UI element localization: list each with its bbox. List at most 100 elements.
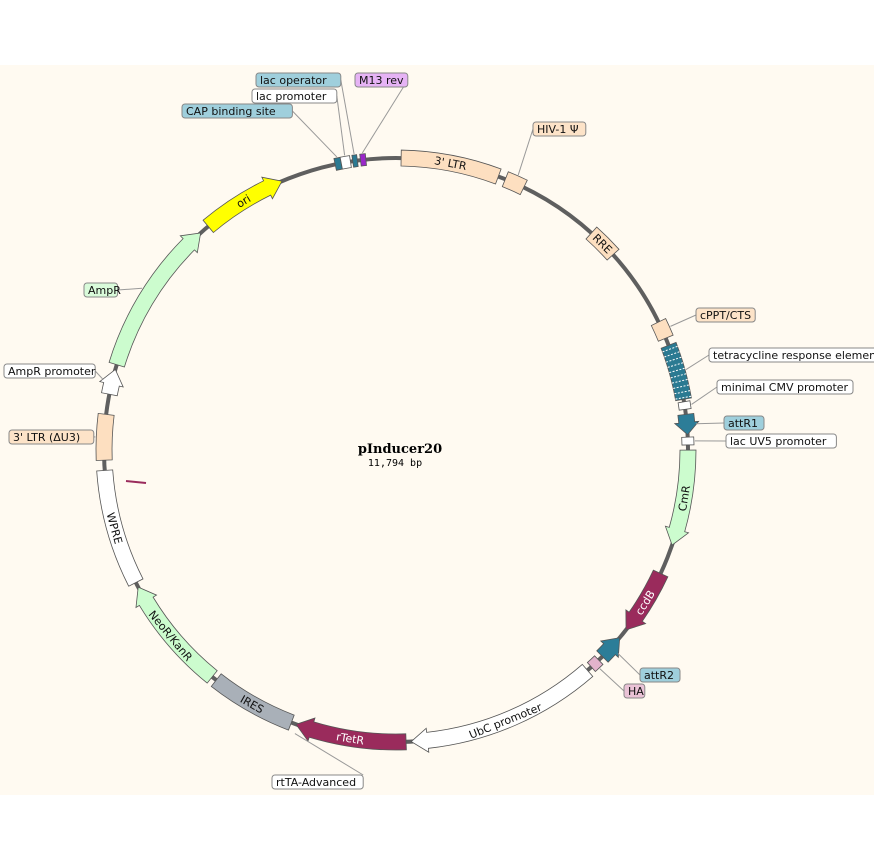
mcmv-shape[interactable] bbox=[677, 400, 692, 411]
lacuv5-shape[interactable] bbox=[681, 436, 695, 446]
laco-callout-label: lac operator bbox=[260, 74, 327, 87]
ires-shape[interactable] bbox=[210, 673, 295, 731]
psi-callout-box[interactable] bbox=[532, 121, 587, 137]
feature-ubc[interactable]: UbC promoter bbox=[410, 663, 594, 753]
ubc-label: UbC promoter bbox=[467, 701, 544, 742]
mcmv-callout-box[interactable] bbox=[716, 379, 854, 395]
rre-shape[interactable] bbox=[585, 226, 620, 261]
hatch-line bbox=[669, 367, 685, 374]
amppro-shape[interactable] bbox=[98, 368, 124, 397]
feature-amppro[interactable]: AmpR promoter bbox=[3, 363, 124, 397]
feature-cmr[interactable]: CmR bbox=[664, 449, 697, 546]
feature-rtta[interactable]: rtTA-Advanced bbox=[271, 733, 364, 790]
hatch-line bbox=[662, 345, 678, 353]
lacp-shape[interactable] bbox=[339, 155, 352, 170]
rtta-callout-line bbox=[294, 733, 364, 776]
feature-ampr[interactable]: AmpR bbox=[83, 232, 202, 368]
feature-ires[interactable]: IRES bbox=[210, 673, 295, 731]
feature-lacp[interactable]: lac promoter bbox=[251, 88, 352, 170]
feature-ori[interactable]: ori bbox=[202, 176, 283, 234]
amppro-callout-box[interactable] bbox=[3, 363, 96, 379]
feature-ltr3[interactable]: 3' LTR bbox=[400, 149, 502, 185]
feature-laco[interactable]: lac operator bbox=[255, 72, 359, 168]
mcmv-callout-line bbox=[691, 386, 718, 405]
tre-shape[interactable] bbox=[660, 341, 692, 402]
hatch-line bbox=[673, 384, 689, 389]
neor-label: NeoR/KanR bbox=[146, 608, 195, 664]
cppt-callout-label: cPPT/CTS bbox=[700, 309, 751, 322]
m13-callout-label: M13 rev bbox=[359, 74, 404, 87]
ampr-callout-line bbox=[117, 287, 143, 291]
tre-callout-label: tetracycline response element bbox=[713, 349, 874, 362]
ha-shape[interactable] bbox=[586, 655, 604, 673]
lacp-callout-label: lac promoter bbox=[256, 90, 327, 103]
feature-psi[interactable]: HIV-1 Ψ bbox=[501, 121, 587, 196]
attr1-callout-box[interactable] bbox=[723, 415, 765, 431]
lacuv5-callout-box[interactable] bbox=[725, 433, 837, 449]
feature-tre[interactable]: tetracycline response element bbox=[660, 341, 874, 402]
ha-callout-box[interactable] bbox=[623, 683, 646, 699]
ubc-shape[interactable] bbox=[410, 663, 594, 753]
cppt-callout-box[interactable] bbox=[695, 307, 756, 323]
feature-m13[interactable]: M13 rev bbox=[354, 72, 409, 167]
attr2-callout-box[interactable] bbox=[639, 667, 681, 683]
psi-callout-line bbox=[517, 128, 534, 176]
feature-wpre[interactable]: WPRE bbox=[96, 469, 144, 587]
cmr-shape[interactable] bbox=[664, 449, 697, 546]
cap-callout-line bbox=[292, 110, 338, 158]
neor-shape[interactable] bbox=[135, 586, 218, 684]
attr2-callout-label: attR2 bbox=[644, 669, 674, 682]
ccdb-shape[interactable] bbox=[625, 569, 669, 631]
rtta-callout-label: rtTA-Advanced bbox=[276, 776, 356, 789]
ltr3-shape[interactable] bbox=[400, 149, 502, 185]
rtetr-label: rTetR bbox=[335, 730, 365, 747]
feature-attr2[interactable]: attR2 bbox=[596, 637, 681, 683]
cap-callout-box[interactable] bbox=[181, 103, 293, 119]
cppt-shape[interactable] bbox=[650, 317, 674, 342]
feature-neor[interactable]: NeoR/KanR bbox=[135, 586, 218, 684]
attr1-shape[interactable] bbox=[673, 412, 700, 436]
tre-callout-box[interactable] bbox=[708, 347, 874, 363]
ampr-shape[interactable] bbox=[108, 232, 202, 368]
attr2-callout-line bbox=[617, 653, 641, 676]
rtta-callout-box[interactable] bbox=[271, 774, 364, 790]
lacuv5-callout-label: lac UV5 promoter bbox=[730, 435, 827, 448]
wpre-shape[interactable] bbox=[96, 469, 144, 587]
m13-shape[interactable] bbox=[359, 153, 367, 167]
feature-attr1[interactable]: attR1 bbox=[673, 412, 765, 436]
attr1-callout-label: attR1 bbox=[728, 417, 758, 430]
plasmid-length: 11,794 bp bbox=[367, 458, 423, 469]
laco-shape[interactable] bbox=[351, 154, 359, 168]
ori-shape[interactable] bbox=[202, 176, 283, 234]
feature-lacuv5[interactable]: lac UV5 promoter bbox=[681, 433, 837, 449]
cppt-callout-line bbox=[670, 314, 697, 327]
feature-ha[interactable]: HA bbox=[586, 655, 646, 699]
m13-callout-box[interactable] bbox=[354, 72, 409, 88]
lacp-callout-box[interactable] bbox=[251, 88, 338, 104]
hatch-line bbox=[675, 395, 692, 400]
cmr-label: CmR bbox=[676, 484, 693, 512]
attr2-shape[interactable] bbox=[596, 637, 621, 663]
feature-mcmv[interactable]: minimal CMV promoter bbox=[677, 379, 854, 411]
rtetr-shape[interactable] bbox=[295, 717, 407, 751]
hatch-line bbox=[665, 356, 682, 363]
feature-rtetr[interactable]: rTetR bbox=[295, 717, 407, 751]
psi-shape[interactable] bbox=[501, 171, 528, 196]
hatch-line bbox=[667, 362, 684, 368]
feature-ccdb[interactable]: ccdB bbox=[625, 569, 669, 631]
feature-cppt[interactable]: cPPT/CTS bbox=[650, 307, 756, 342]
feature-cap[interactable]: CAP binding site bbox=[181, 103, 343, 171]
feature-ltr5[interactable]: 3' LTR (ΔU3) bbox=[8, 412, 115, 461]
ltr5-callout-box[interactable] bbox=[8, 429, 95, 445]
ltr5-shape[interactable] bbox=[95, 412, 115, 461]
lacp-callout-line bbox=[336, 95, 346, 156]
psi-callout-label: HIV-1 Ψ bbox=[537, 123, 579, 136]
mcmv-callout-label: minimal CMV promoter bbox=[721, 381, 849, 394]
ori-label: ori bbox=[234, 192, 253, 211]
laco-callout-box[interactable] bbox=[255, 72, 342, 88]
ampr-callout-box[interactable] bbox=[83, 282, 119, 298]
hatch-line bbox=[664, 351, 680, 358]
ha-callout-line bbox=[599, 668, 625, 692]
